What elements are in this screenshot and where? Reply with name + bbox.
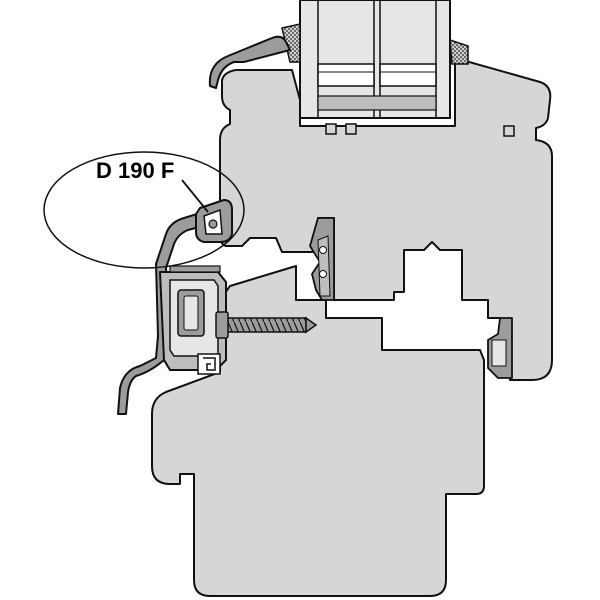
window-sash xyxy=(219,57,553,381)
screw xyxy=(215,311,318,339)
glazing-unit xyxy=(299,0,515,137)
seal xyxy=(487,317,513,379)
window-frame xyxy=(151,265,485,597)
seal xyxy=(309,217,335,301)
callout-label: D 190 F xyxy=(96,158,174,183)
drip-profile xyxy=(117,199,233,415)
seal xyxy=(449,38,469,65)
glazing-bead xyxy=(208,35,291,89)
leader-line xyxy=(181,179,209,213)
callout-ellipse xyxy=(43,151,245,269)
